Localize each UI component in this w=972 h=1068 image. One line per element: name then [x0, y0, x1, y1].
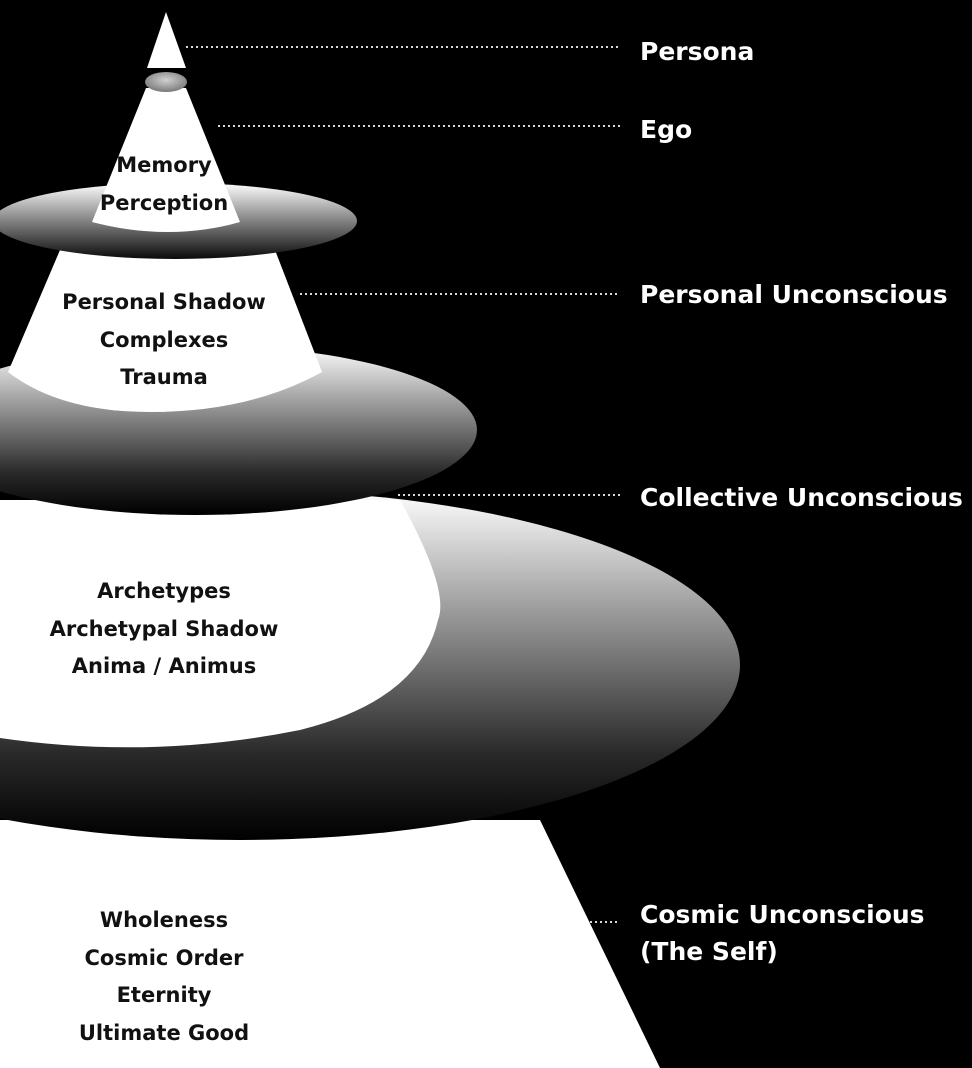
ego-item-perception: Perception	[100, 191, 228, 215]
personal-unconscious-cone	[8, 250, 322, 412]
persona-tip	[147, 12, 186, 68]
cosmic-item-ultimate-good: Ultimate Good	[79, 1021, 249, 1045]
the-self-label: (The Self)	[640, 937, 778, 966]
personal-item-shadow: Personal Shadow	[62, 290, 266, 314]
personal-item-trauma: Trauma	[120, 365, 208, 389]
collective-item-archetypal-shadow: Archetypal Shadow	[50, 617, 279, 641]
ego-label: Ego	[640, 115, 692, 144]
ego-item-memory: Memory	[116, 153, 212, 177]
cosmic-item-wholeness: Wholeness	[100, 908, 228, 932]
personal-item-complexes: Complexes	[100, 328, 228, 352]
collective-unconscious-label: Collective Unconscious	[640, 483, 963, 512]
cosmic-unconscious-cone	[0, 820, 660, 1068]
collective-item-anima-animus: Anima / Animus	[72, 654, 256, 678]
ego-cone	[92, 88, 240, 232]
ego-cap	[145, 72, 187, 92]
collective-item-archetypes: Archetypes	[97, 579, 231, 603]
cosmic-unconscious-label: Cosmic Unconscious	[640, 900, 925, 929]
collective-unconscious-cone	[0, 500, 441, 748]
personal-unconscious-label: Personal Unconscious	[640, 280, 948, 309]
cosmic-item-cosmic-order: Cosmic Order	[84, 946, 244, 970]
persona-label: Persona	[640, 37, 754, 66]
cosmic-item-eternity: Eternity	[117, 983, 212, 1007]
